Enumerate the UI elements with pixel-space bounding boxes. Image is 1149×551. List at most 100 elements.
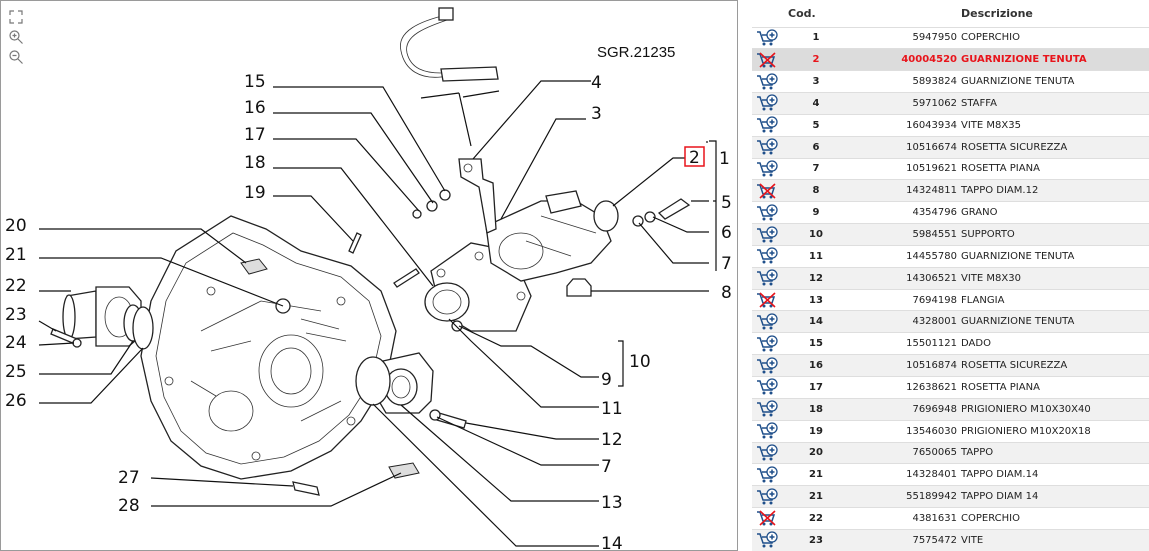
cart-cell[interactable] bbox=[752, 92, 788, 115]
cart-cell[interactable] bbox=[752, 485, 788, 508]
part-number-cell[interactable]: 55189942 bbox=[834, 485, 961, 508]
cart-add-icon[interactable] bbox=[756, 466, 778, 484]
part-28-pad[interactable] bbox=[388, 462, 420, 479]
description-cell[interactable]: GUARNIZIONE TENUTA bbox=[961, 244, 1149, 268]
description-cell[interactable]: ROSETTA SICUREZZA bbox=[961, 135, 1149, 159]
cart-add-icon[interactable] bbox=[756, 116, 778, 134]
cart-cell[interactable] bbox=[752, 179, 788, 202]
part-27-sensor[interactable] bbox=[292, 481, 320, 496]
part-07-rosetta[interactable] bbox=[632, 215, 644, 227]
fullscreen-icon[interactable] bbox=[8, 9, 24, 25]
part-24-rosetta[interactable] bbox=[72, 338, 82, 348]
part-13-flangia[interactable] bbox=[375, 352, 434, 414]
cart-cell[interactable] bbox=[752, 332, 788, 355]
cart-add-icon[interactable] bbox=[756, 225, 778, 244]
description-cell[interactable]: GUARNIZIONE TENUTA bbox=[961, 310, 1149, 333]
description-cell[interactable]: GUARNIZIONE TENUTA bbox=[961, 70, 1149, 93]
part-number-cell[interactable]: 14324811 bbox=[834, 179, 961, 202]
exploded-diagram-panel[interactable]: SGR.21235 4 3 2 1 5 6 7 8 10 9 11 12 7 1… bbox=[0, 0, 738, 551]
part-04-staffa[interactable] bbox=[458, 158, 497, 234]
part-02-guarnizione[interactable] bbox=[593, 200, 619, 232]
part-number-cell[interactable]: 13546030 bbox=[834, 419, 961, 443]
part-26-ring[interactable] bbox=[132, 306, 154, 350]
cart-add-icon[interactable] bbox=[756, 138, 778, 156]
part-number-cell[interactable]: 5971062 bbox=[834, 92, 961, 115]
cart-add-icon[interactable] bbox=[756, 378, 778, 396]
description-cell[interactable]: VITE bbox=[961, 528, 1149, 551]
part-number-cell[interactable]: 15501121 bbox=[834, 332, 961, 355]
cart-cell[interactable] bbox=[752, 70, 788, 93]
part-07b-rosetta[interactable] bbox=[429, 409, 441, 421]
cart-add-icon[interactable] bbox=[756, 335, 778, 353]
cart-add-icon[interactable] bbox=[756, 356, 778, 375]
description-cell[interactable]: PRIGIONIERO M10X20X18 bbox=[961, 419, 1149, 443]
description-cell[interactable]: PRIGIONIERO M10X30X40 bbox=[961, 397, 1149, 421]
cart-cell[interactable] bbox=[752, 223, 788, 246]
description-cell[interactable]: GUARNIZIONE TENUTA bbox=[961, 48, 1149, 71]
cart-cell[interactable] bbox=[752, 354, 788, 377]
description-cell[interactable]: TAPPO DIAM.14 bbox=[961, 463, 1149, 486]
part-number-cell[interactable]: 4328001 bbox=[834, 310, 961, 333]
part-01-coperchio[interactable] bbox=[485, 190, 617, 282]
cart-add-icon[interactable] bbox=[756, 160, 778, 178]
cart-cell[interactable] bbox=[752, 528, 788, 551]
cart-add-icon[interactable] bbox=[756, 487, 778, 506]
part-number-cell[interactable]: 4381631 bbox=[834, 507, 961, 530]
cart-add-icon[interactable] bbox=[756, 444, 778, 462]
part-20-tappo[interactable] bbox=[240, 258, 268, 275]
cart-add-icon[interactable] bbox=[756, 204, 778, 222]
cart-add-icon[interactable] bbox=[756, 422, 778, 440]
cart-add-icon[interactable] bbox=[756, 313, 778, 331]
description-cell[interactable]: STAFFA bbox=[961, 92, 1149, 115]
description-cell[interactable]: SUPPORTO bbox=[961, 223, 1149, 246]
part-number-cell[interactable]: 7575472 bbox=[834, 528, 961, 551]
description-cell[interactable]: ROSETTA SICUREZZA bbox=[961, 354, 1149, 377]
description-cell[interactable]: TAPPO DIAM.12 bbox=[961, 179, 1149, 202]
cart-unavailable-icon[interactable] bbox=[756, 509, 778, 527]
description-cell[interactable]: COPERCHIO bbox=[961, 507, 1149, 530]
part-number-cell[interactable]: 14306521 bbox=[834, 266, 961, 290]
cart-cell[interactable] bbox=[752, 266, 788, 290]
description-cell[interactable]: TAPPO DIAM 14 bbox=[961, 485, 1149, 508]
cart-add-icon[interactable] bbox=[756, 531, 778, 549]
cart-add-icon[interactable] bbox=[756, 247, 778, 265]
cart-unavailable-icon[interactable] bbox=[756, 291, 778, 309]
part-number-cell[interactable]: 10516674 bbox=[834, 135, 961, 159]
cart-cell[interactable] bbox=[752, 244, 788, 268]
description-cell[interactable]: ROSETTA PIANA bbox=[961, 157, 1149, 180]
cart-cell[interactable] bbox=[752, 463, 788, 486]
cart-cell[interactable] bbox=[752, 113, 788, 137]
part-05-vite[interactable] bbox=[657, 198, 691, 220]
cart-add-icon[interactable] bbox=[756, 269, 778, 287]
part-number-cell[interactable]: 16043934 bbox=[834, 113, 961, 137]
cart-cell[interactable] bbox=[752, 288, 788, 311]
part-18-prigioniero[interactable] bbox=[393, 268, 420, 288]
part-number-cell[interactable]: 12638621 bbox=[834, 376, 961, 399]
part-08-tappo[interactable] bbox=[566, 278, 592, 297]
cart-cell[interactable] bbox=[752, 310, 788, 333]
description-cell[interactable]: TAPPO bbox=[961, 441, 1149, 464]
zoom-out-icon[interactable] bbox=[8, 49, 24, 65]
part-number-cell[interactable]: 5947950 bbox=[834, 26, 961, 49]
part-number-cell[interactable]: 7650065 bbox=[834, 441, 961, 464]
cart-add-icon[interactable] bbox=[756, 94, 778, 112]
cart-add-icon[interactable] bbox=[756, 72, 778, 91]
cart-cell[interactable] bbox=[752, 135, 788, 159]
